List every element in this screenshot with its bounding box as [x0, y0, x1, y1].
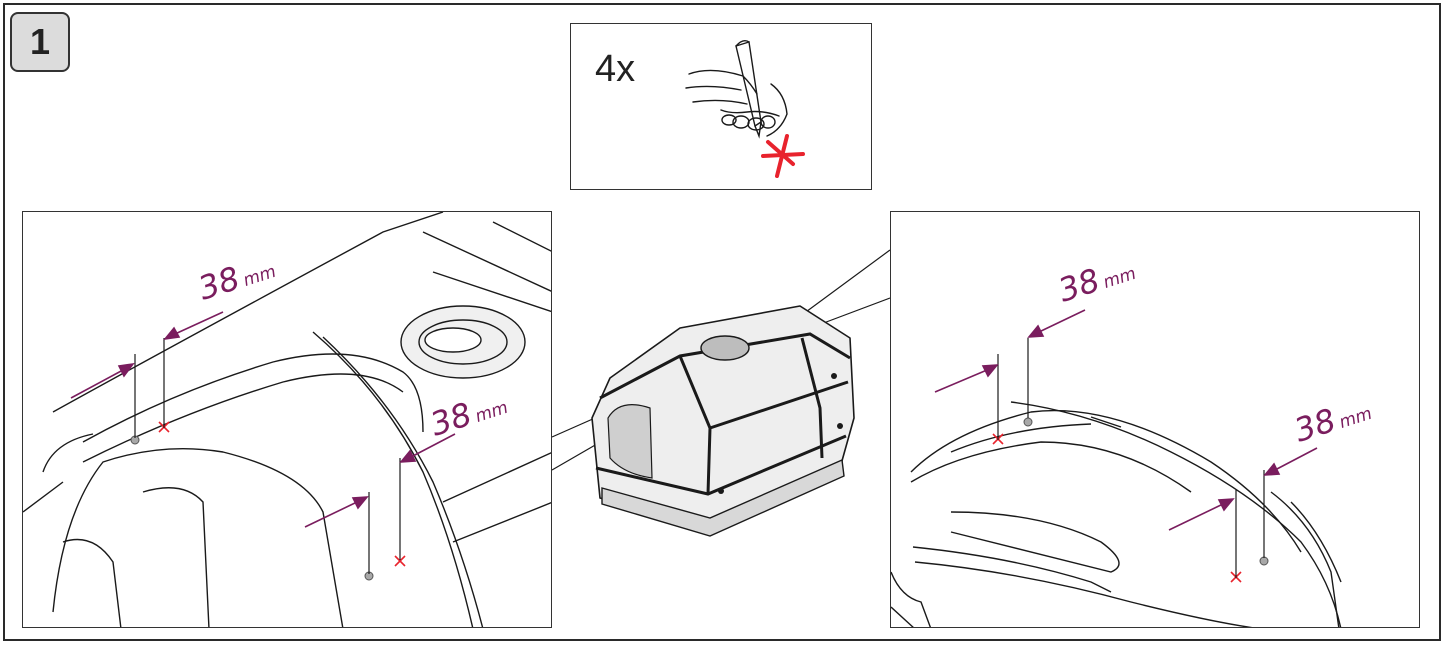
mark-count: 4x [595, 48, 636, 90]
detail-right-panel: 38mm 38mm [890, 211, 1420, 628]
handle-recess-icon [400, 305, 526, 379]
marking-hint-box: 4x [570, 23, 872, 190]
dimension-label-bottom: 38mm [426, 383, 512, 443]
dimension-label-bottom: 38mm [1290, 389, 1376, 449]
dimension-label-top: 38mm [194, 247, 280, 307]
step-number-badge: 1 [10, 12, 70, 72]
instruction-frame [3, 3, 1441, 641]
dimension-arrows [934, 309, 1318, 531]
step-number: 1 [29, 21, 51, 62]
red-cross-mark [761, 134, 805, 178]
dimension-arrows [70, 311, 456, 528]
pencil-hand-icon [685, 39, 805, 178]
product-overview-illustration [591, 305, 855, 537]
detail-left-drawing: 38mm 38mm [23, 212, 551, 627]
detail-left-panel: 38mm 38mm [22, 211, 552, 628]
dimension-label-top: 38mm [1054, 249, 1140, 309]
detail-right-drawing: 38mm 38mm [891, 249, 1376, 627]
